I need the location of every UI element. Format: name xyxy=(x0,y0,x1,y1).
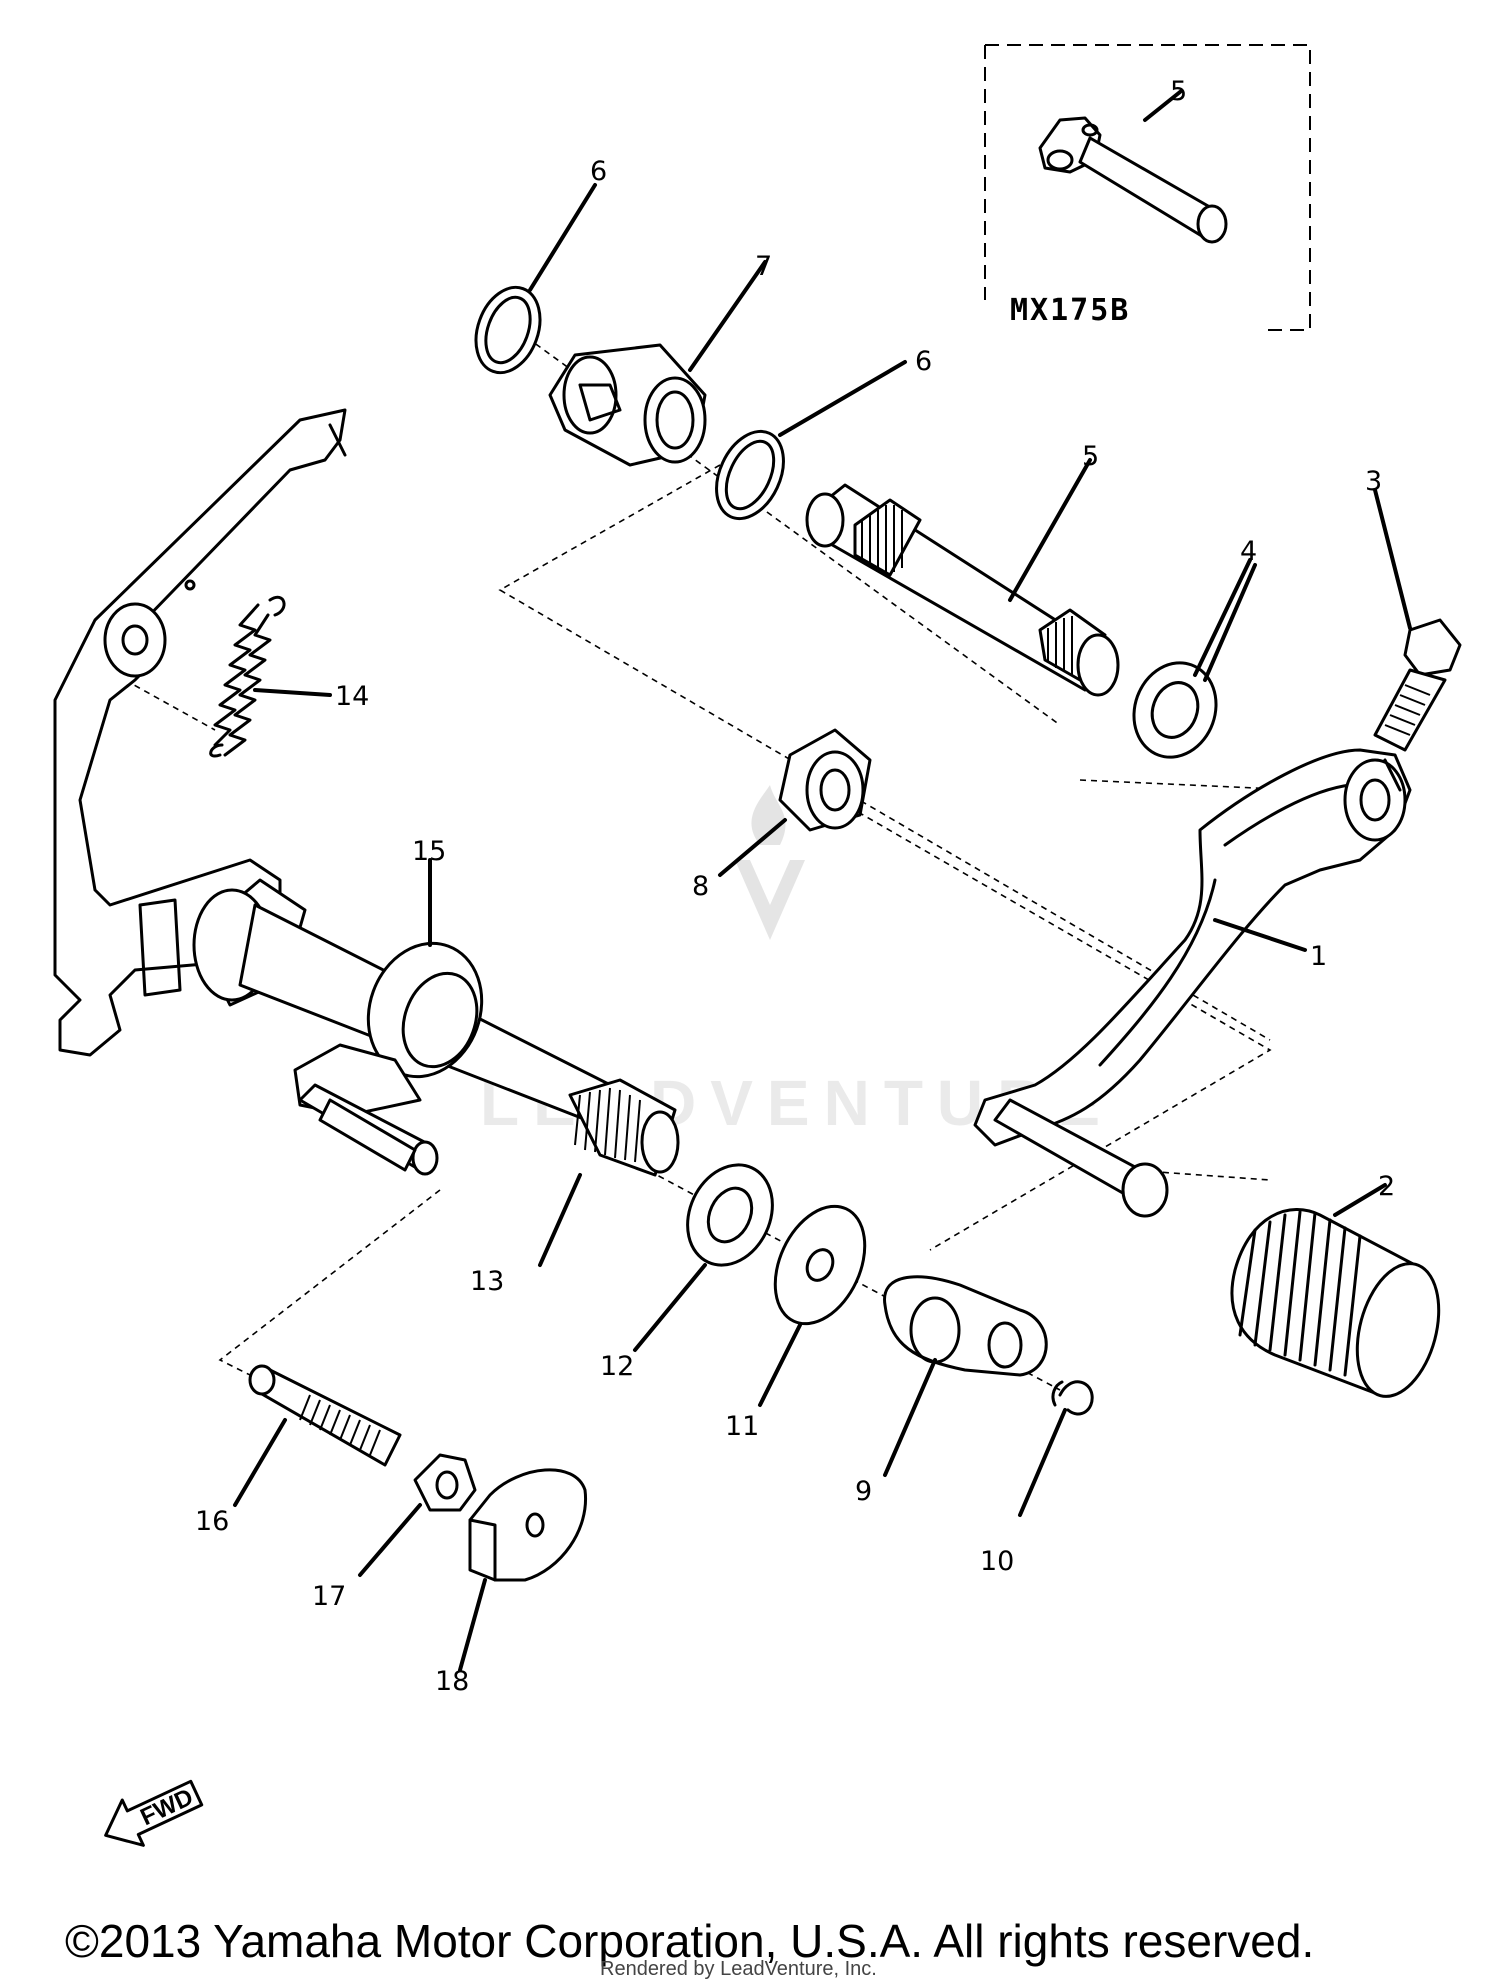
washer-6-upper xyxy=(474,285,542,375)
callout-15: 15 xyxy=(412,836,446,867)
inset-mx175b: 5 MX175B xyxy=(984,44,1311,331)
callout-16: 16 xyxy=(195,1506,229,1537)
callout-14: 14 xyxy=(335,681,369,712)
callout-9: 9 xyxy=(855,1476,872,1507)
inset-label: MX175B xyxy=(1010,293,1130,328)
washer-11 xyxy=(773,1204,867,1326)
shift-pedal-1 xyxy=(973,748,1412,1218)
spring-14 xyxy=(209,595,286,758)
link-lever-9 xyxy=(883,1275,1048,1377)
lock-plate-18 xyxy=(468,1468,588,1582)
callout-13: 13 xyxy=(470,1266,504,1297)
callout-10: 10 xyxy=(980,1546,1014,1577)
shift-shaft-assembly xyxy=(192,878,680,1177)
callout-2: 2 xyxy=(1378,1171,1395,1202)
shift-shaft-5 xyxy=(805,483,1120,697)
callout-1: 1 xyxy=(1310,941,1327,972)
fwd-label: FWD xyxy=(136,1784,197,1832)
copyright-notice: ©2013 Yamaha Motor Corporation, U.S.A. A… xyxy=(65,1915,1314,1967)
bushing-7 xyxy=(548,343,707,467)
rendered-by-notice: Rendered by LeadVenture, Inc. xyxy=(600,1958,877,1980)
callout-7: 7 xyxy=(755,251,772,282)
collar-8 xyxy=(778,728,872,832)
callout-6a: 6 xyxy=(590,156,607,187)
oil-seal-4 xyxy=(1132,661,1218,759)
callout-11: 11 xyxy=(725,1411,759,1442)
seal-12 xyxy=(686,1163,774,1267)
callout-3: 3 xyxy=(1365,466,1382,497)
callout-5: 5 xyxy=(1082,441,1099,472)
circlip-10 xyxy=(1051,1380,1094,1416)
fwd-arrow-icon: FWD xyxy=(104,1779,204,1847)
callout-4: 4 xyxy=(1240,536,1257,567)
callout-8: 8 xyxy=(692,871,709,902)
foot-rubber-2 xyxy=(1230,1208,1441,1398)
callout-18: 18 xyxy=(435,1666,469,1697)
washer-6-middle xyxy=(715,429,785,521)
stud-bolt-16 xyxy=(248,1364,402,1467)
nut-17 xyxy=(413,1453,477,1512)
callout-6b: 6 xyxy=(915,346,932,377)
inset-callout-5: 5 xyxy=(1170,76,1187,107)
inset-shift-shaft xyxy=(1038,116,1228,244)
callout-12: 12 xyxy=(600,1351,634,1382)
callout-17: 17 xyxy=(312,1581,346,1612)
bolt-3 xyxy=(1373,618,1462,752)
